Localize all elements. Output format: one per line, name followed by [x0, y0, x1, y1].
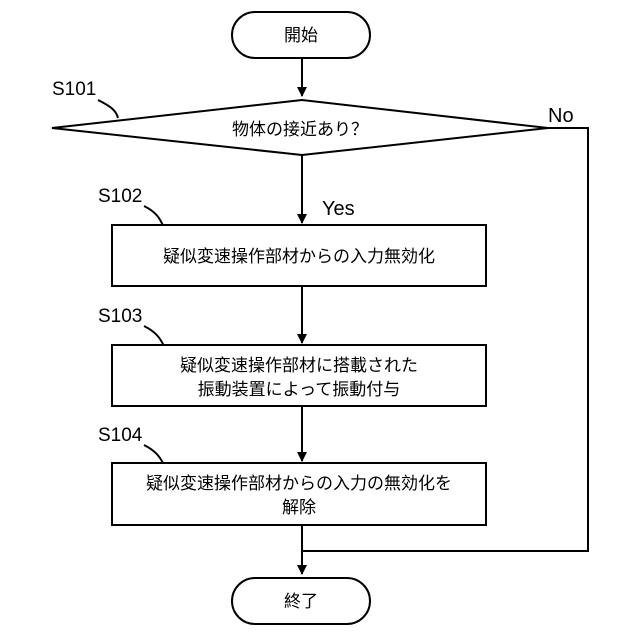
s103-line-1: 疑似変速操作部材に搭載された [180, 356, 418, 376]
decision-question: 物体の接近あり？ [232, 120, 368, 140]
s104-line-1: 疑似変速操作部材からの入力の無効化を [146, 474, 452, 494]
decision-yes-label: Yes [322, 198, 355, 220]
s104-line-2: 解除 [282, 498, 316, 518]
decision-no-label: No [548, 105, 574, 127]
leader-s103 [144, 326, 164, 346]
step-id-s102: S102 [98, 186, 142, 207]
leader-s101 [98, 100, 118, 118]
step-id-s104: S104 [98, 425, 143, 446]
s102-line-1: 疑似変速操作部材からの入力無効化 [163, 247, 435, 267]
step-id-s101: S101 [52, 79, 96, 100]
step-id-s103: S103 [98, 306, 142, 327]
s103-line-2: 振動装置によって振動付与 [198, 380, 401, 400]
start-label: 開始 [284, 26, 318, 46]
end-label: 終了 [284, 592, 318, 612]
